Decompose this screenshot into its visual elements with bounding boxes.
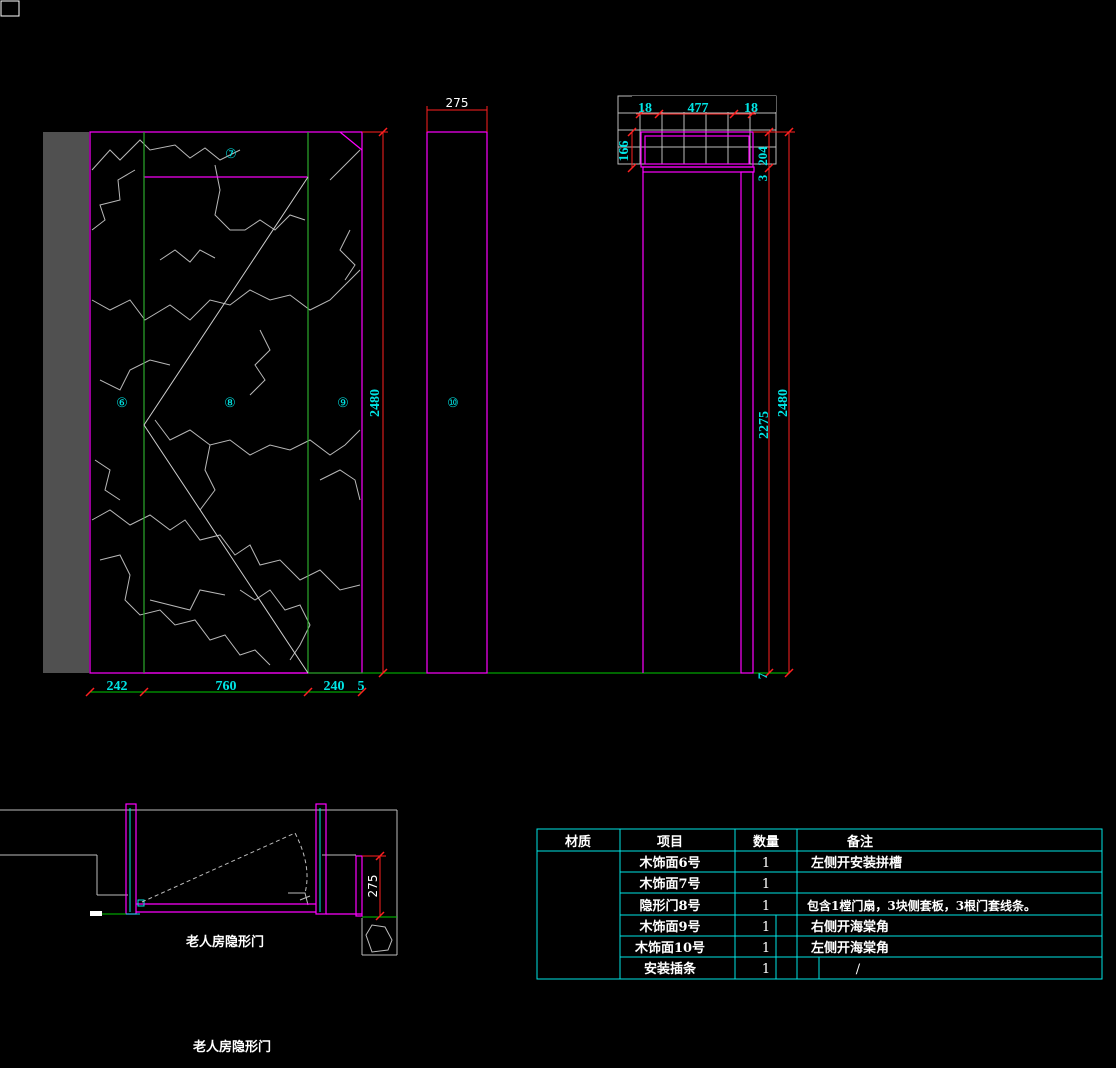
schedule-table: 材质 项目 数量 备注 木饰面6号 1 左侧开安装拼槽 木饰面7号 1 隐形门8…	[536, 828, 1103, 980]
bottom-dimension-line: 242 760 240 5	[85, 679, 367, 697]
col-header-material: 材质	[565, 834, 591, 850]
dim-2480-left: 2480	[368, 389, 383, 417]
dim-240: 240	[324, 679, 345, 694]
table-cell-qty: 1	[762, 899, 770, 914]
table-cell-item: 木饰面7号	[638, 876, 700, 892]
plan-caption: 老人房隐形门	[185, 934, 264, 950]
dim-166: 166	[617, 141, 632, 162]
frame-section-view: 18 477 18 166 204 3 2275 2480 7	[617, 95, 795, 679]
dim-7: 7	[755, 672, 770, 679]
panel-label-10: ⑩	[447, 395, 459, 410]
viewport-checkbox[interactable]	[0, 0, 20, 17]
table-cell-item: 木饰面6号	[638, 855, 700, 871]
dim-5: 5	[358, 679, 365, 694]
panel-label-8: ⑧	[224, 395, 236, 410]
table-cell-note: /	[856, 962, 861, 977]
table-cell-qty: 1	[762, 920, 770, 935]
table-cell-note: 左侧开安装拼槽	[811, 855, 902, 871]
col-header-qty: 数量	[753, 834, 779, 850]
table-cell-item: 木饰面10号	[634, 940, 705, 956]
dim-275-top: 275	[446, 96, 469, 110]
table-cell-qty: 1	[762, 941, 770, 956]
dim-275-plan: 275	[366, 875, 380, 898]
door-swing-lines	[143, 176, 309, 674]
table-cell-item: 安装插条	[644, 961, 697, 977]
door-leaf-outline	[143, 176, 309, 674]
height-dimension: 2480	[362, 127, 388, 678]
table-cell-qty: 1	[762, 856, 770, 871]
dim-204: 204	[755, 146, 770, 166]
door-swing-arc	[141, 832, 308, 903]
dim-2480-right: 2480	[776, 389, 791, 417]
dim-3: 3	[755, 174, 770, 181]
dim-760: 760	[216, 679, 237, 694]
side-panel-view: 275	[426, 96, 488, 674]
dim-477: 477	[688, 101, 709, 116]
table-cell-qty: 1	[762, 962, 770, 977]
dim-18-right: 18	[744, 101, 758, 116]
dim-242: 242	[107, 679, 128, 694]
col-header-item: 项目	[657, 835, 683, 850]
panel-label-9: ⑨	[337, 395, 349, 410]
table-cell-note: 右侧开海棠角	[810, 919, 889, 935]
marble-veins	[91, 139, 361, 666]
wall-hatch	[43, 132, 89, 673]
col-header-notes: 备注	[846, 834, 873, 850]
table-cell-qty: 1	[762, 877, 770, 892]
table-cell-note: 包含1樘门扇，3块侧套板，3根门套线条。	[806, 898, 1036, 913]
dim-2275: 2275	[757, 411, 772, 439]
plan-view: 275 老人房隐形门	[0, 803, 398, 956]
panel-label-6: ⑥	[116, 395, 128, 410]
table-cell-item: 木饰面9号	[638, 919, 700, 935]
table-cell-note: 左侧开海棠角	[811, 940, 889, 956]
dim-18-left: 18	[638, 101, 652, 116]
panel-label-7: ⑦	[225, 146, 237, 161]
footer-caption: 老人房隐形门	[192, 1039, 271, 1055]
table-cell-item: 隐形门8号	[639, 898, 700, 914]
elevation-view: ⑦ ⑥ ⑧ ⑨ ⑩ 242 760 240 5	[43, 127, 790, 697]
